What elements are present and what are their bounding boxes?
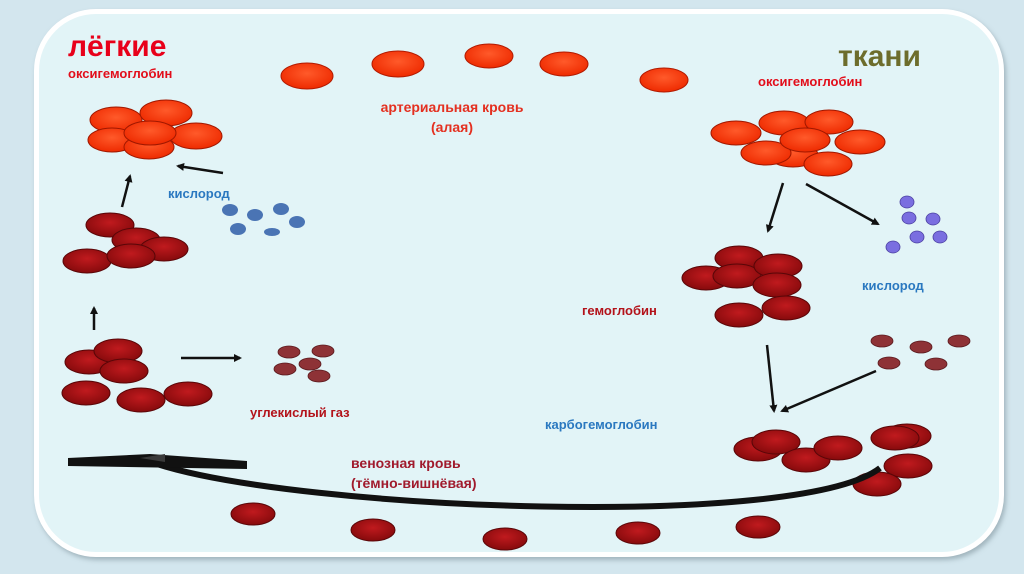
oxygen-dots-right (885, 195, 948, 254)
co2-dots-right (870, 334, 971, 371)
arrow-down-carbo (765, 344, 778, 413)
venous-cells (230, 502, 781, 551)
oxyhemoglobin-label-right: оксигемоглобин (758, 74, 863, 89)
hemoglobin-label: гемоглобин (582, 303, 657, 318)
carbohemoglobin-label: карбогемоглобин (545, 417, 658, 432)
oxyhemoglobin-cluster-right (710, 109, 886, 177)
carbohemoglobin-cluster-right (733, 423, 933, 497)
oxyhemoglobin-cluster-left (87, 99, 223, 160)
arterial-cells (280, 43, 689, 93)
venous-line2: (тёмно-вишнёвая) (351, 475, 477, 491)
arrow-oxygen-right (805, 182, 880, 226)
arterial-line2: (алая) (431, 119, 473, 135)
hemoglobin-cluster-right (681, 245, 811, 328)
arterial-line1: артериальная кровь (380, 99, 524, 115)
oxygen-label-right: кислород (862, 278, 924, 293)
lungs-title: лёгкие (68, 30, 167, 63)
arrow-down-right (765, 182, 785, 233)
venous-blood-label: венозная кровь (тёмно-вишнёвая) (351, 453, 477, 493)
venous-return-arrow (68, 454, 882, 510)
arrow-oxygen-left (176, 162, 224, 175)
oxyhemoglobin-label-left: оксигемоглобин (68, 66, 173, 81)
co2-dots-left (273, 344, 335, 383)
hemoglobin-cluster-left-mid (62, 212, 189, 274)
venous-line1: венозная кровь (351, 455, 461, 471)
arterial-blood-label: артериальная кровь (алая) (352, 97, 552, 137)
arrows (90, 162, 880, 413)
tissues-title: ткани (838, 40, 921, 73)
arrow-co2-right (780, 369, 877, 413)
oxygen-dots-left (222, 203, 305, 236)
oxygen-label-left: кислород (168, 186, 230, 201)
co2-label: углекислый газ (250, 405, 350, 420)
arrow-up-mid (120, 174, 133, 208)
carbohemoglobin-cluster-left (61, 338, 213, 413)
